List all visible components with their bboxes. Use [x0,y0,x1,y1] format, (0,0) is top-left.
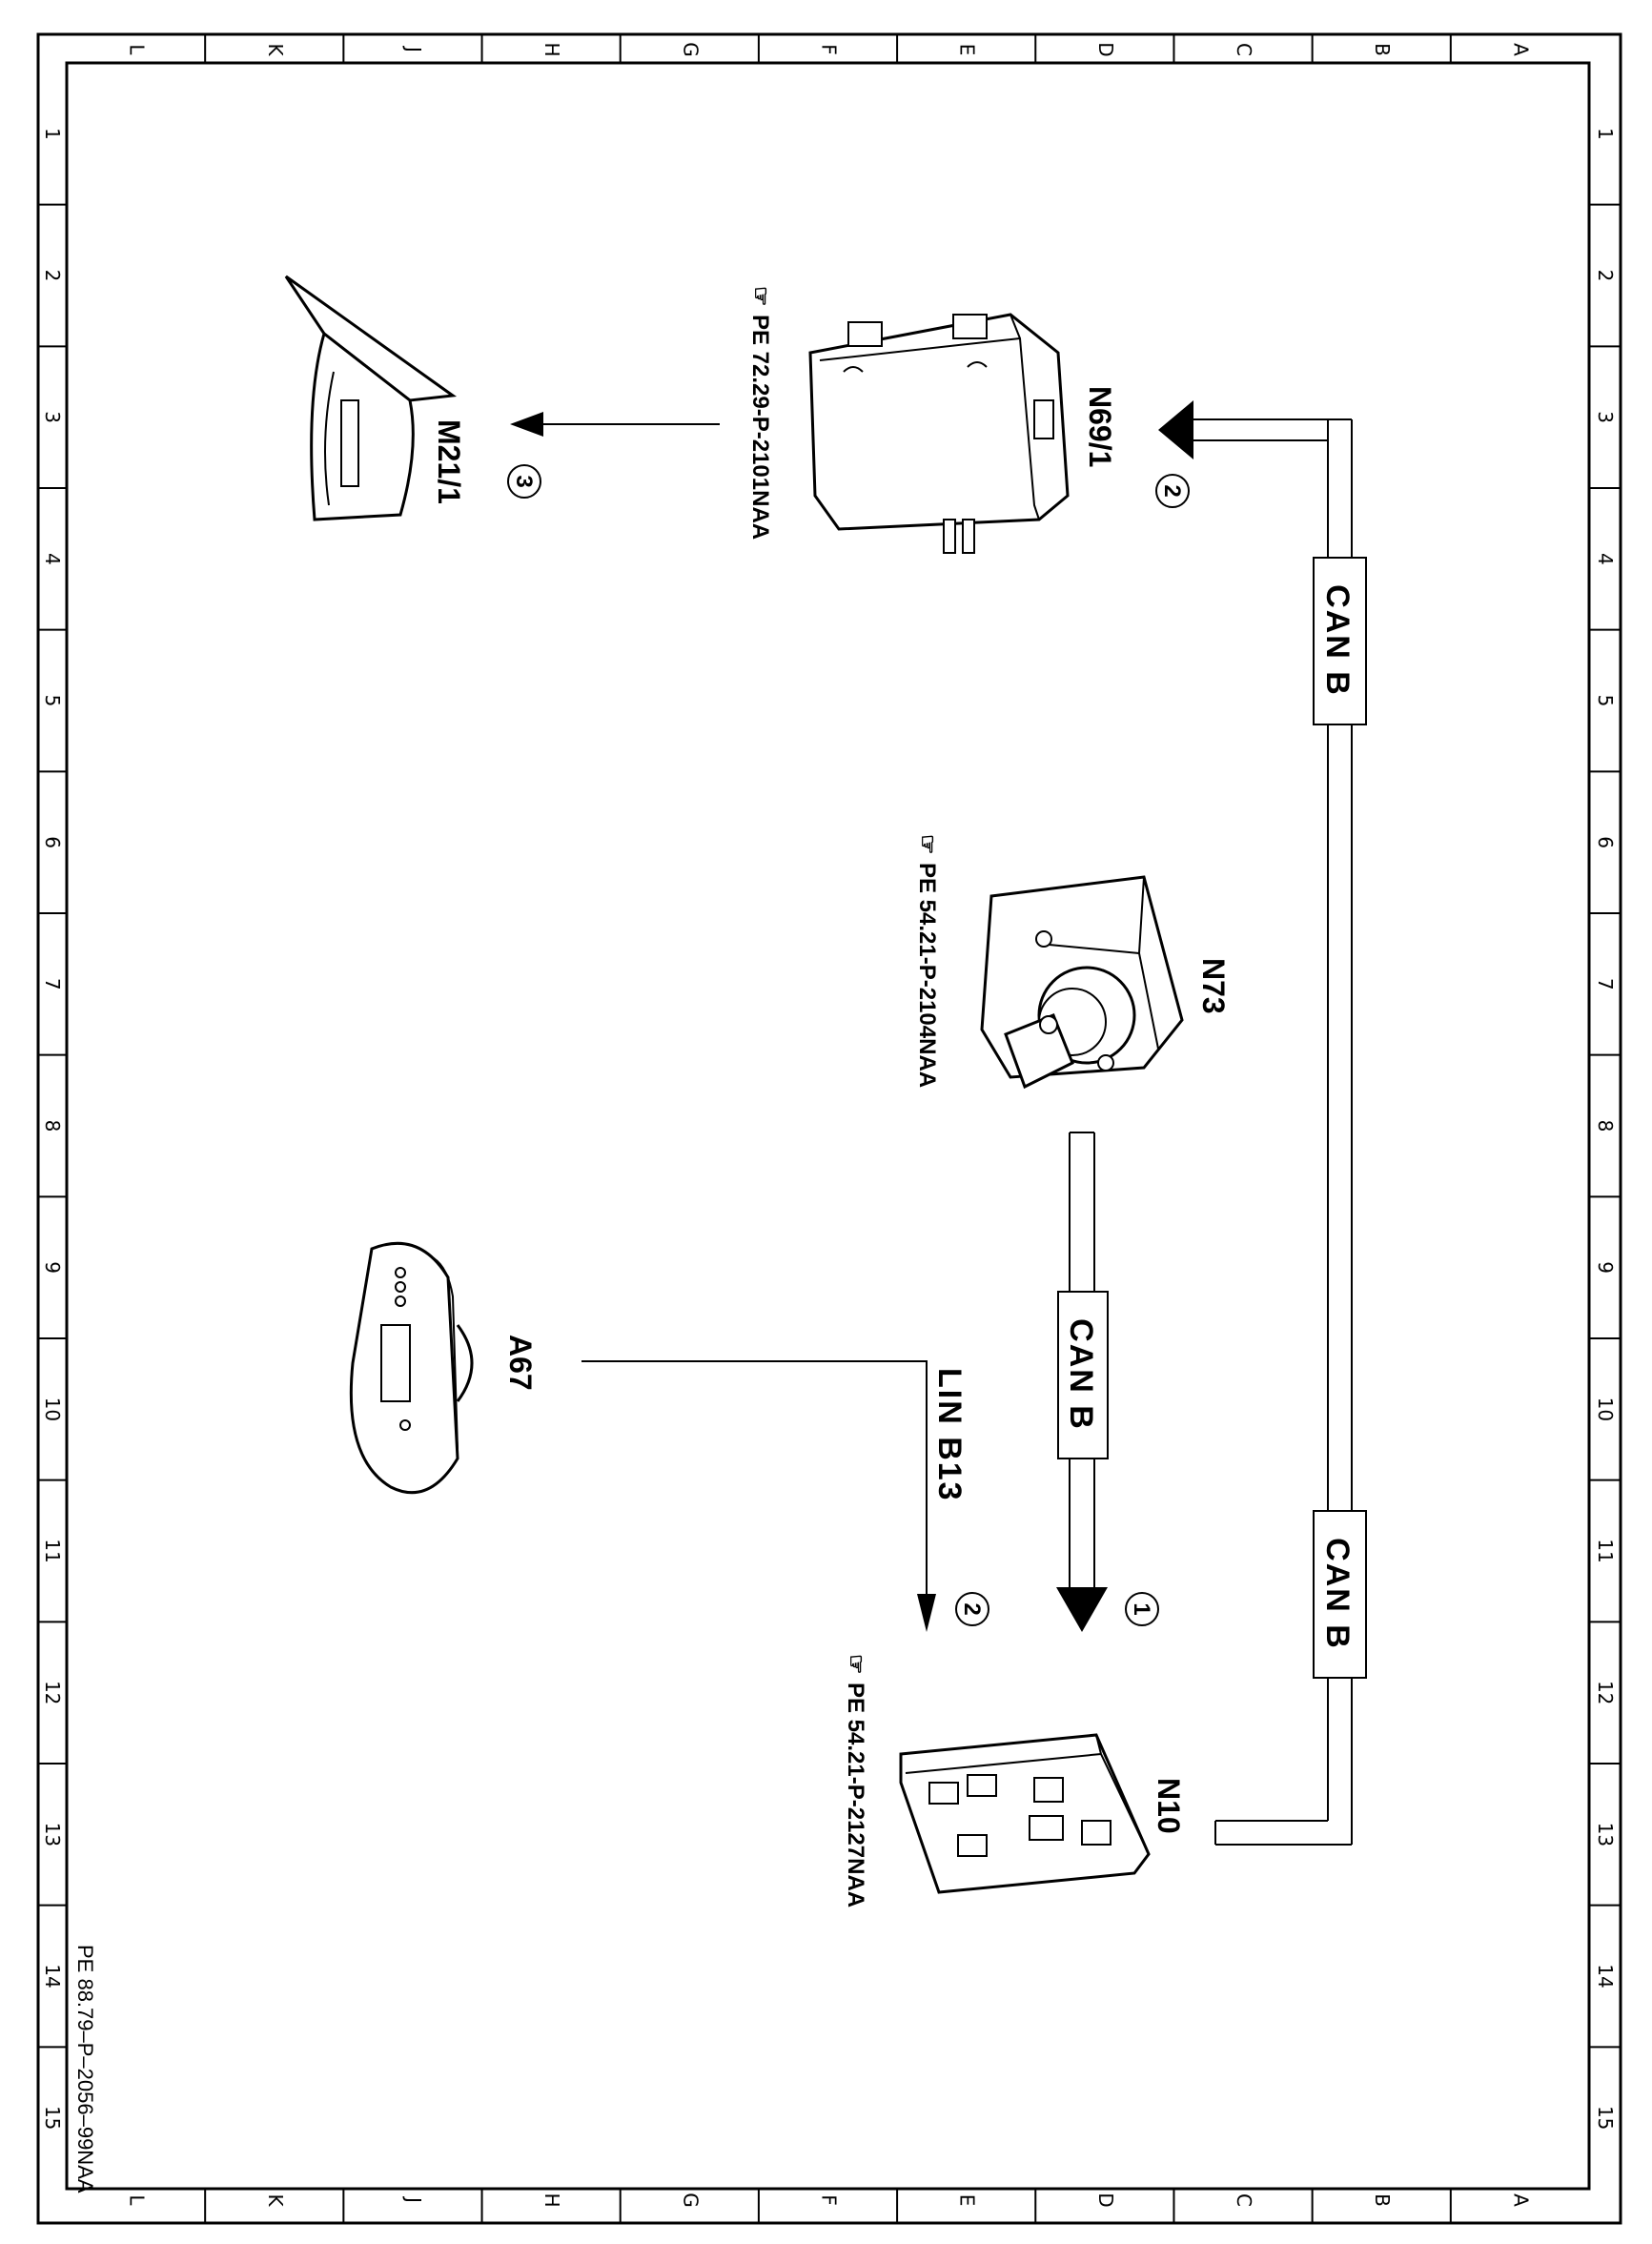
grid-column-label-top: C [1233,43,1255,56]
grid-row-label-left: 12 [41,1681,64,1704]
n69-1-label: N69/1 [1083,386,1117,467]
svg-text:2: 2 [1159,484,1185,497]
grid-row-label-right: 13 [1594,1823,1617,1846]
grid-row-label-left: 15 [41,2106,64,2130]
grid-column-label-top: D [1094,42,1117,56]
grid-row-label-left: 1 [41,128,64,140]
arrow-to-m21-1 [510,412,720,437]
svg-text:PE 54.21-P-2127NAA: PE 54.21-P-2127NAA [843,1683,868,1907]
can-b-lower-label-box: CAN B [1313,1510,1367,1679]
a67-label: A67 [503,1335,538,1391]
m21-1-mirror-motor [284,275,458,521]
grid-row-label-right: 4 [1594,553,1617,565]
svg-text:1: 1 [1129,1602,1154,1615]
grid-column-label-bottom: D [1094,2193,1117,2207]
n73-label: N73 [1196,958,1231,1014]
grid-column-label-bottom: C [1233,2193,1255,2207]
grid-column-label-top: K [264,43,287,56]
svg-text:3: 3 [511,475,537,487]
n73-ignition-switch [980,875,1184,1090]
step-marker-to-m21-1: 3 [507,464,541,499]
grid-row-label-right: 12 [1594,1681,1617,1704]
pe-reference-icon: ☞ [843,1654,868,1675]
grid-column-label-top: F [818,44,841,55]
arrow-to-n69-1 [1158,400,1193,459]
grid-column-label-bottom: H [540,2193,563,2207]
can-b-n73-to-n10-bus: CAN B [1056,1132,1109,1632]
svg-text:PE 72.29-P-2101NAA: PE 72.29-P-2101NAA [747,315,773,540]
grid-row-label-left: 4 [41,553,64,565]
n69-1-reference: ☞ PE 72.29-P-2101NAA [747,286,773,540]
grid-row-label-right: 1 [1594,128,1617,140]
grid-row-label-right: 11 [1594,1539,1617,1562]
a67-rear-view-mirror [349,1241,474,1495]
grid-row-label-right: 9 [1594,1261,1617,1274]
n10-signal-acquisition-module [899,1733,1151,1894]
grid-column-label-bottom: G [679,2193,702,2208]
can-b-upper-label: CAN B [1319,584,1356,697]
grid-row-label-left: 13 [41,1823,64,1846]
grid-column-label-bottom: F [818,2194,841,2206]
grid-row-label-right: 7 [1594,978,1617,990]
grid-column-label-bottom: K [264,2193,287,2207]
grid-row-label-left: 11 [41,1539,64,1562]
m21-1-label: M21/1 [432,419,466,504]
grid-column-label-bottom: B [1371,2193,1394,2207]
grid-row-label-right: 3 [1594,411,1617,423]
grid-row-label-left: 7 [41,978,64,990]
grid-row-label-right: 14 [1594,1964,1617,1988]
grid-row-label-right: 6 [1594,836,1617,848]
lin-b13-label: LIN B13 [931,1368,968,1502]
grid-row-label-right: 2 [1594,270,1617,282]
can-b-middle-label: CAN B [1063,1318,1099,1431]
grid-column-label-bottom: E [956,2194,979,2207]
grid-row-label-right: 5 [1594,695,1617,707]
step-marker-can-to-n10: 1 [1125,1592,1159,1626]
document-id: PE 88.79–P–2056–99NAA [73,1945,97,2193]
grid-column-label-top: J [402,45,425,52]
n10-label: N10 [1152,1778,1186,1834]
n10-reference: ☞ PE 54.21-P-2127NAA [843,1654,868,1907]
grid-column-label-bottom: J [402,2195,425,2203]
grid-column-label-top: A [1509,43,1532,56]
n69-1-control-module [808,313,1070,554]
grid-row-label-left: 6 [41,836,64,848]
grid-row-label-left: 14 [41,1964,64,1988]
step-marker-lin-to-n10: 2 [955,1592,989,1626]
n73-reference: ☞ PE 54.21-P-2104NAA [914,834,940,1088]
grid-column-label-top: G [679,42,702,57]
grid-row-label-left: 8 [41,1120,64,1132]
can-b-lower-label: CAN B [1319,1538,1356,1650]
grid-row-label-right: 10 [1594,1397,1617,1421]
grid-column-label-top: B [1371,43,1394,56]
grid-row-label-left: 5 [41,695,64,707]
grid-column-label-top: E [956,44,979,56]
grid-row-label-left: 9 [41,1261,64,1274]
pe-reference-icon: ☞ [914,834,940,855]
step-marker-to-n69-1: 2 [1155,474,1190,508]
svg-text:PE 54.21-P-2104NAA: PE 54.21-P-2104NAA [914,863,940,1088]
grid-column-label-bottom: L [126,2194,149,2206]
grid-row-label-left: 3 [41,411,64,423]
grid-row-label-right: 8 [1594,1120,1617,1132]
grid-row-label-left: 2 [41,270,64,282]
lin-b13-connection: LIN B13 [581,1360,968,1632]
grid-column-label-top: L [126,44,149,55]
svg-text:2: 2 [959,1602,985,1615]
can-b-upper-label-box: CAN B [1313,557,1367,725]
grid-column-label-bottom: A [1509,2193,1532,2207]
pe-reference-icon: ☞ [747,286,773,307]
drawing-frame [36,32,1622,2225]
grid-row-label-right: 15 [1594,2106,1617,2130]
grid-row-label-left: 10 [41,1397,64,1421]
grid-column-label-top: H [540,42,563,56]
